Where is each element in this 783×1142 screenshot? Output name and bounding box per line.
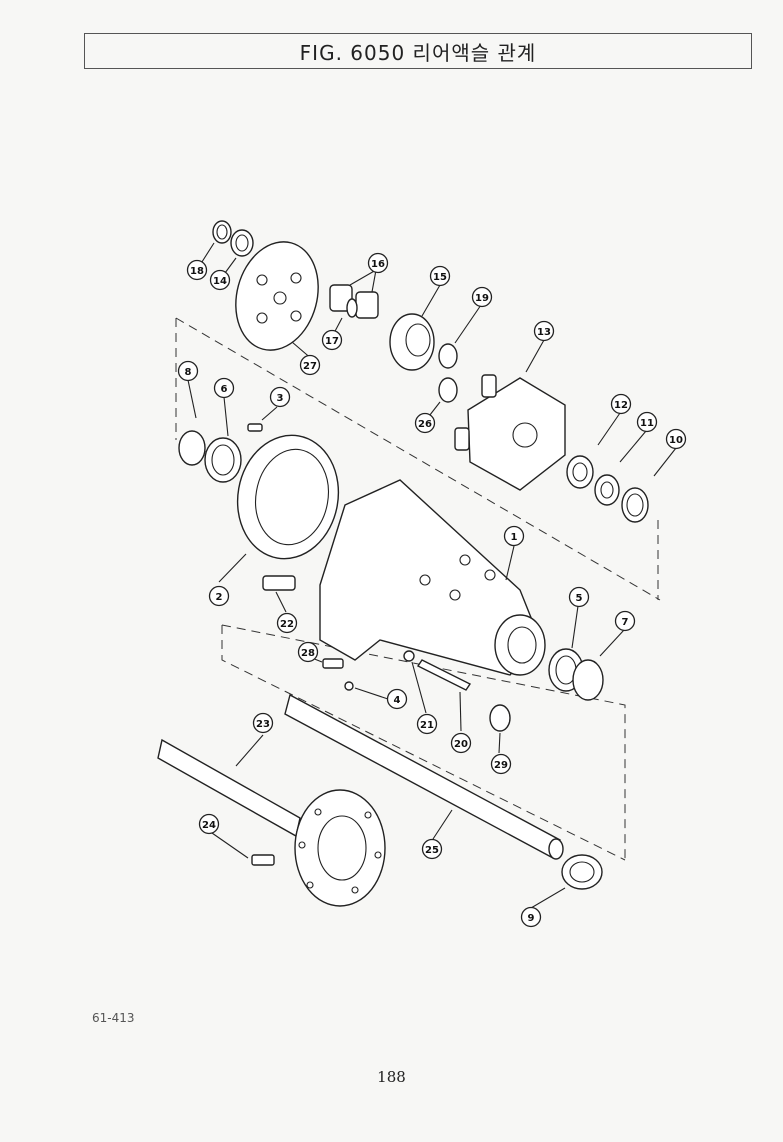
callout-24: 24 [198,813,220,835]
part-17-spacer [346,298,358,318]
callout-7: 7 [614,610,636,632]
callout-16-label: 16 [371,259,385,270]
callout-11: 11 [636,411,658,433]
part-26-washer [438,377,458,403]
callout-14-label: 14 [213,276,227,287]
part-14-washer [230,229,254,257]
callout-6-label: 6 [221,384,228,395]
callout-22-label: 22 [280,619,294,630]
callout-18: 18 [186,259,208,281]
part-18-washer [212,220,232,244]
part-12-nut [566,455,594,489]
callout-27-label: 27 [303,361,317,372]
callout-19: 19 [471,286,493,308]
callout-16: 16 [367,252,389,274]
part-28-bolt [322,658,344,669]
callout-1: 1 [503,525,525,547]
callout-19-label: 19 [475,293,489,304]
part-22-plug [262,575,296,591]
part-8-bearing-cone [178,430,206,466]
callout-9-label: 9 [528,913,535,924]
part-16-needle-bearings [329,284,379,319]
callout-21: 21 [416,713,438,735]
callout-5: 5 [568,586,590,608]
callout-4: 4 [386,688,408,710]
callout-14: 14 [209,269,231,291]
part-19-washer [438,343,458,369]
callout-28: 28 [297,641,319,663]
part-20-bolt [416,659,472,691]
reference-code: 61-413 [92,1011,135,1025]
callout-17-label: 17 [325,336,339,347]
callout-17: 17 [321,329,343,351]
callout-7-label: 7 [622,617,629,628]
callout-9: 9 [520,906,542,928]
part-13-carrier [454,374,566,491]
part-1-axle-housing [319,479,546,676]
callout-2: 2 [208,585,230,607]
callout-2-label: 2 [216,592,223,603]
callout-5-label: 5 [576,593,583,604]
callout-26-label: 26 [418,419,432,430]
part-11-lock-washer [594,474,620,506]
callout-29-label: 29 [494,760,508,771]
callout-1-label: 1 [511,532,518,543]
callout-10-label: 10 [669,435,683,446]
page-number: 188 [377,1068,406,1086]
callout-11-label: 11 [640,418,654,429]
callout-26: 26 [414,412,436,434]
callout-8: 8 [177,360,199,382]
part-24-stud [251,854,275,866]
callout-12-label: 12 [614,400,628,411]
callout-3: 3 [269,386,291,408]
callout-6: 6 [213,377,235,399]
part-23-axle-flange [157,738,386,907]
callout-15-label: 15 [433,272,447,283]
callout-23-label: 23 [256,719,270,730]
callout-13-label: 13 [537,327,551,338]
callout-12: 12 [610,393,632,415]
callout-29: 29 [490,753,512,775]
part-4-ball [344,681,354,691]
part-7-bearing-cone [572,659,604,701]
callout-25-label: 25 [425,845,439,856]
part-29-plug [489,704,511,732]
callout-20-label: 20 [454,739,468,750]
figure-title: FIG. 6050 리어액슬 관계 [84,33,752,69]
part-3-pin [247,423,263,432]
callout-20: 20 [450,732,472,754]
part-6-bearing-cup [204,437,242,483]
part-15-gear [389,313,435,371]
callout-27: 27 [299,354,321,376]
callout-25: 25 [421,838,443,860]
part-2-ring-gear [236,434,340,560]
callout-3-label: 3 [277,393,284,404]
callout-23: 23 [252,712,274,734]
part-10-seal [621,487,649,523]
callouts: 1 2 3 4 5 6 7 8 9 10 11 12 13 14 15 16 1… [177,252,687,928]
part-21-washer [403,650,415,662]
callout-22: 22 [276,612,298,634]
callout-18-label: 18 [190,266,204,277]
leader-lines [187,242,677,909]
callout-8-label: 8 [185,367,192,378]
part-25-axle-shaft [284,693,564,860]
callout-21-label: 21 [420,720,434,731]
callout-10: 10 [665,428,687,450]
callout-28-label: 28 [301,648,315,659]
callout-4-label: 4 [394,695,401,706]
callout-15: 15 [429,265,451,287]
part-27-plate [235,241,319,351]
callout-24-label: 24 [202,820,216,831]
callout-13: 13 [533,320,555,342]
part-9-seal [561,854,603,890]
